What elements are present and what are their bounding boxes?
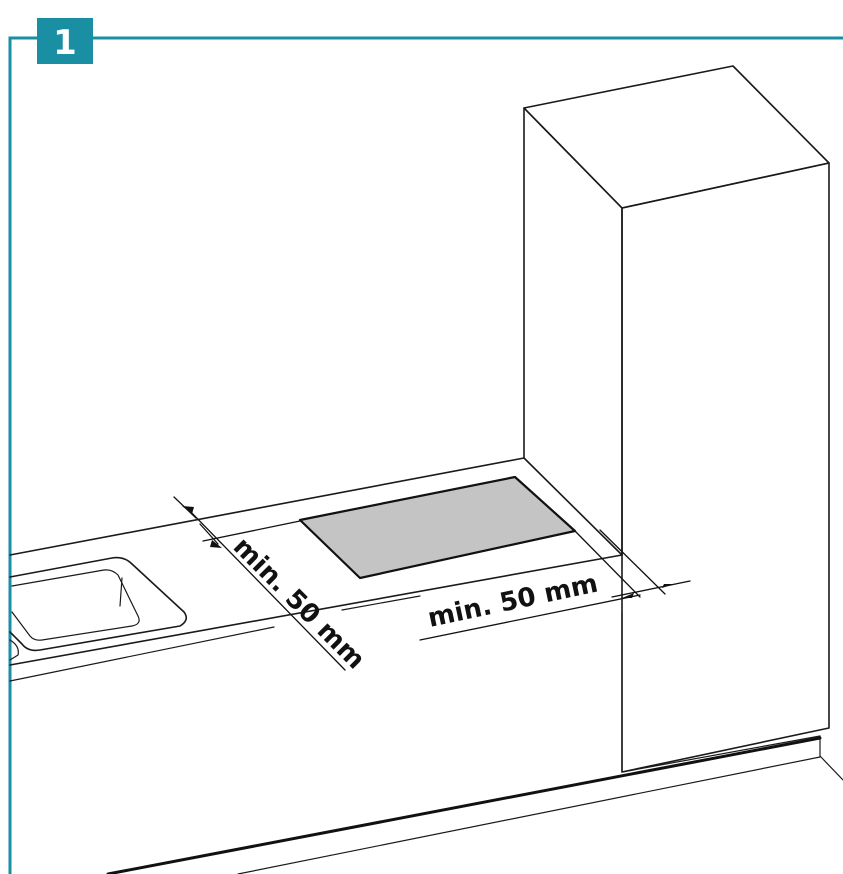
worktop-back-edge xyxy=(9,457,525,556)
tall-cabinet-side xyxy=(523,107,623,556)
worktop xyxy=(9,457,822,874)
worktop-front-lower xyxy=(9,626,275,682)
sink-bowl-left xyxy=(9,639,19,661)
diagram-frame: 1 xyxy=(8,18,843,874)
right-dim-extension-2 xyxy=(599,529,666,595)
right-dim-arrow-left xyxy=(622,593,634,598)
sink xyxy=(9,556,188,661)
worktop-front-edge xyxy=(9,554,623,666)
tall-cabinet-front xyxy=(621,162,830,773)
tall-cabinet xyxy=(523,65,843,781)
floor-line xyxy=(106,736,822,874)
sink-inner xyxy=(11,569,140,641)
sink-outer xyxy=(9,556,188,652)
tall-cabinet-top xyxy=(523,65,830,209)
left-dim-extension-2 xyxy=(202,520,301,542)
left-dim-arrow-top xyxy=(182,506,194,514)
tall-cabinet-plinth-diag xyxy=(819,755,843,781)
left-dim-tick xyxy=(199,523,219,545)
step-badge xyxy=(37,18,93,64)
right-dim-extension-1 xyxy=(574,530,641,598)
right-dim-arrow-right xyxy=(662,584,674,588)
right-clearance-label: min. 50 mm xyxy=(425,569,600,634)
left-dim-arrow-bottom xyxy=(210,540,222,548)
step-number: 1 xyxy=(53,23,77,63)
frame-border xyxy=(8,36,843,874)
plinth-line xyxy=(237,756,821,874)
left-dim-line xyxy=(185,506,346,671)
worktop-front-lower-right xyxy=(341,595,421,611)
right-dim-line xyxy=(611,580,691,598)
sink-drain-line xyxy=(119,577,123,607)
tall-cabinet-plinth xyxy=(621,735,821,773)
right-dim-line-lower xyxy=(419,594,641,641)
